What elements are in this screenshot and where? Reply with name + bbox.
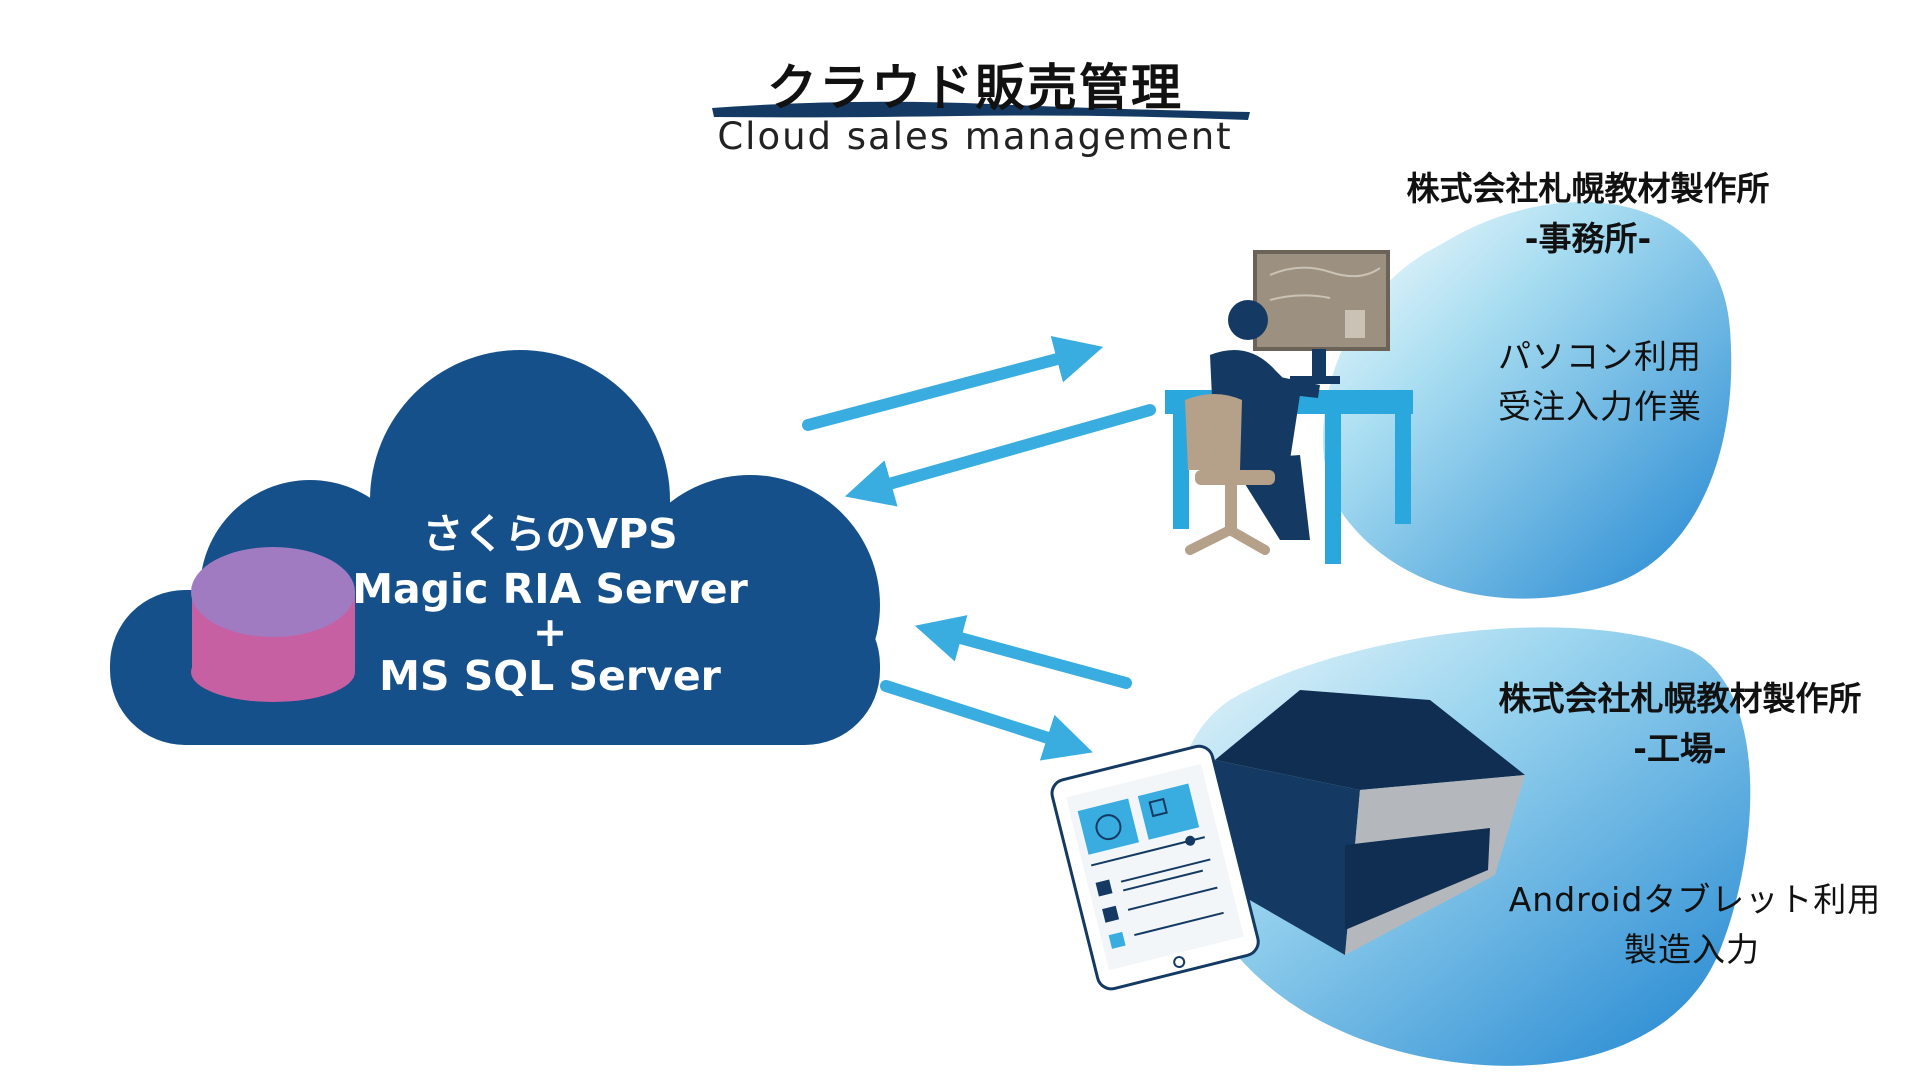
tablet-icon [1050,744,1260,991]
office-desc-line2: 受注入力作業 [1498,387,1702,426]
factory-company-name: 株式会社札幌教材製作所 [1498,679,1862,718]
arrow-office-to-cloud [844,404,1156,507]
office-blob [1323,202,1732,599]
office-desc-line1: パソコン利用 [1498,337,1702,376]
office-company-name: 株式会社札幌教材製作所 [1406,169,1770,208]
cloud-label-mssql: MS SQL Server [379,652,721,700]
arrow-factory-to-cloud [914,615,1132,689]
factory-building-icon [1215,690,1525,955]
cloud-label-magic-ria: Magic RIA Server [352,565,748,613]
cloud-label-plus: + [532,608,568,656]
page-subtitle: Cloud sales management [717,115,1233,158]
title-underline [712,101,1250,120]
database-icon [191,547,355,702]
arrow-cloud-to-office [802,335,1104,431]
office-worker-icon [1165,250,1413,564]
factory-desc-line1: Androidタブレット利用 [1508,880,1882,919]
factory-site-label: -工場- [1633,729,1727,768]
page-title: クラウド販売管理 [767,59,1183,117]
arrow-cloud-to-factory [880,680,1093,761]
factory-desc-line2: 製造入力 [1624,930,1760,969]
cloud-label-vps: さくらのVPS [422,510,678,558]
office-site-label: -事務所- [1524,219,1652,258]
